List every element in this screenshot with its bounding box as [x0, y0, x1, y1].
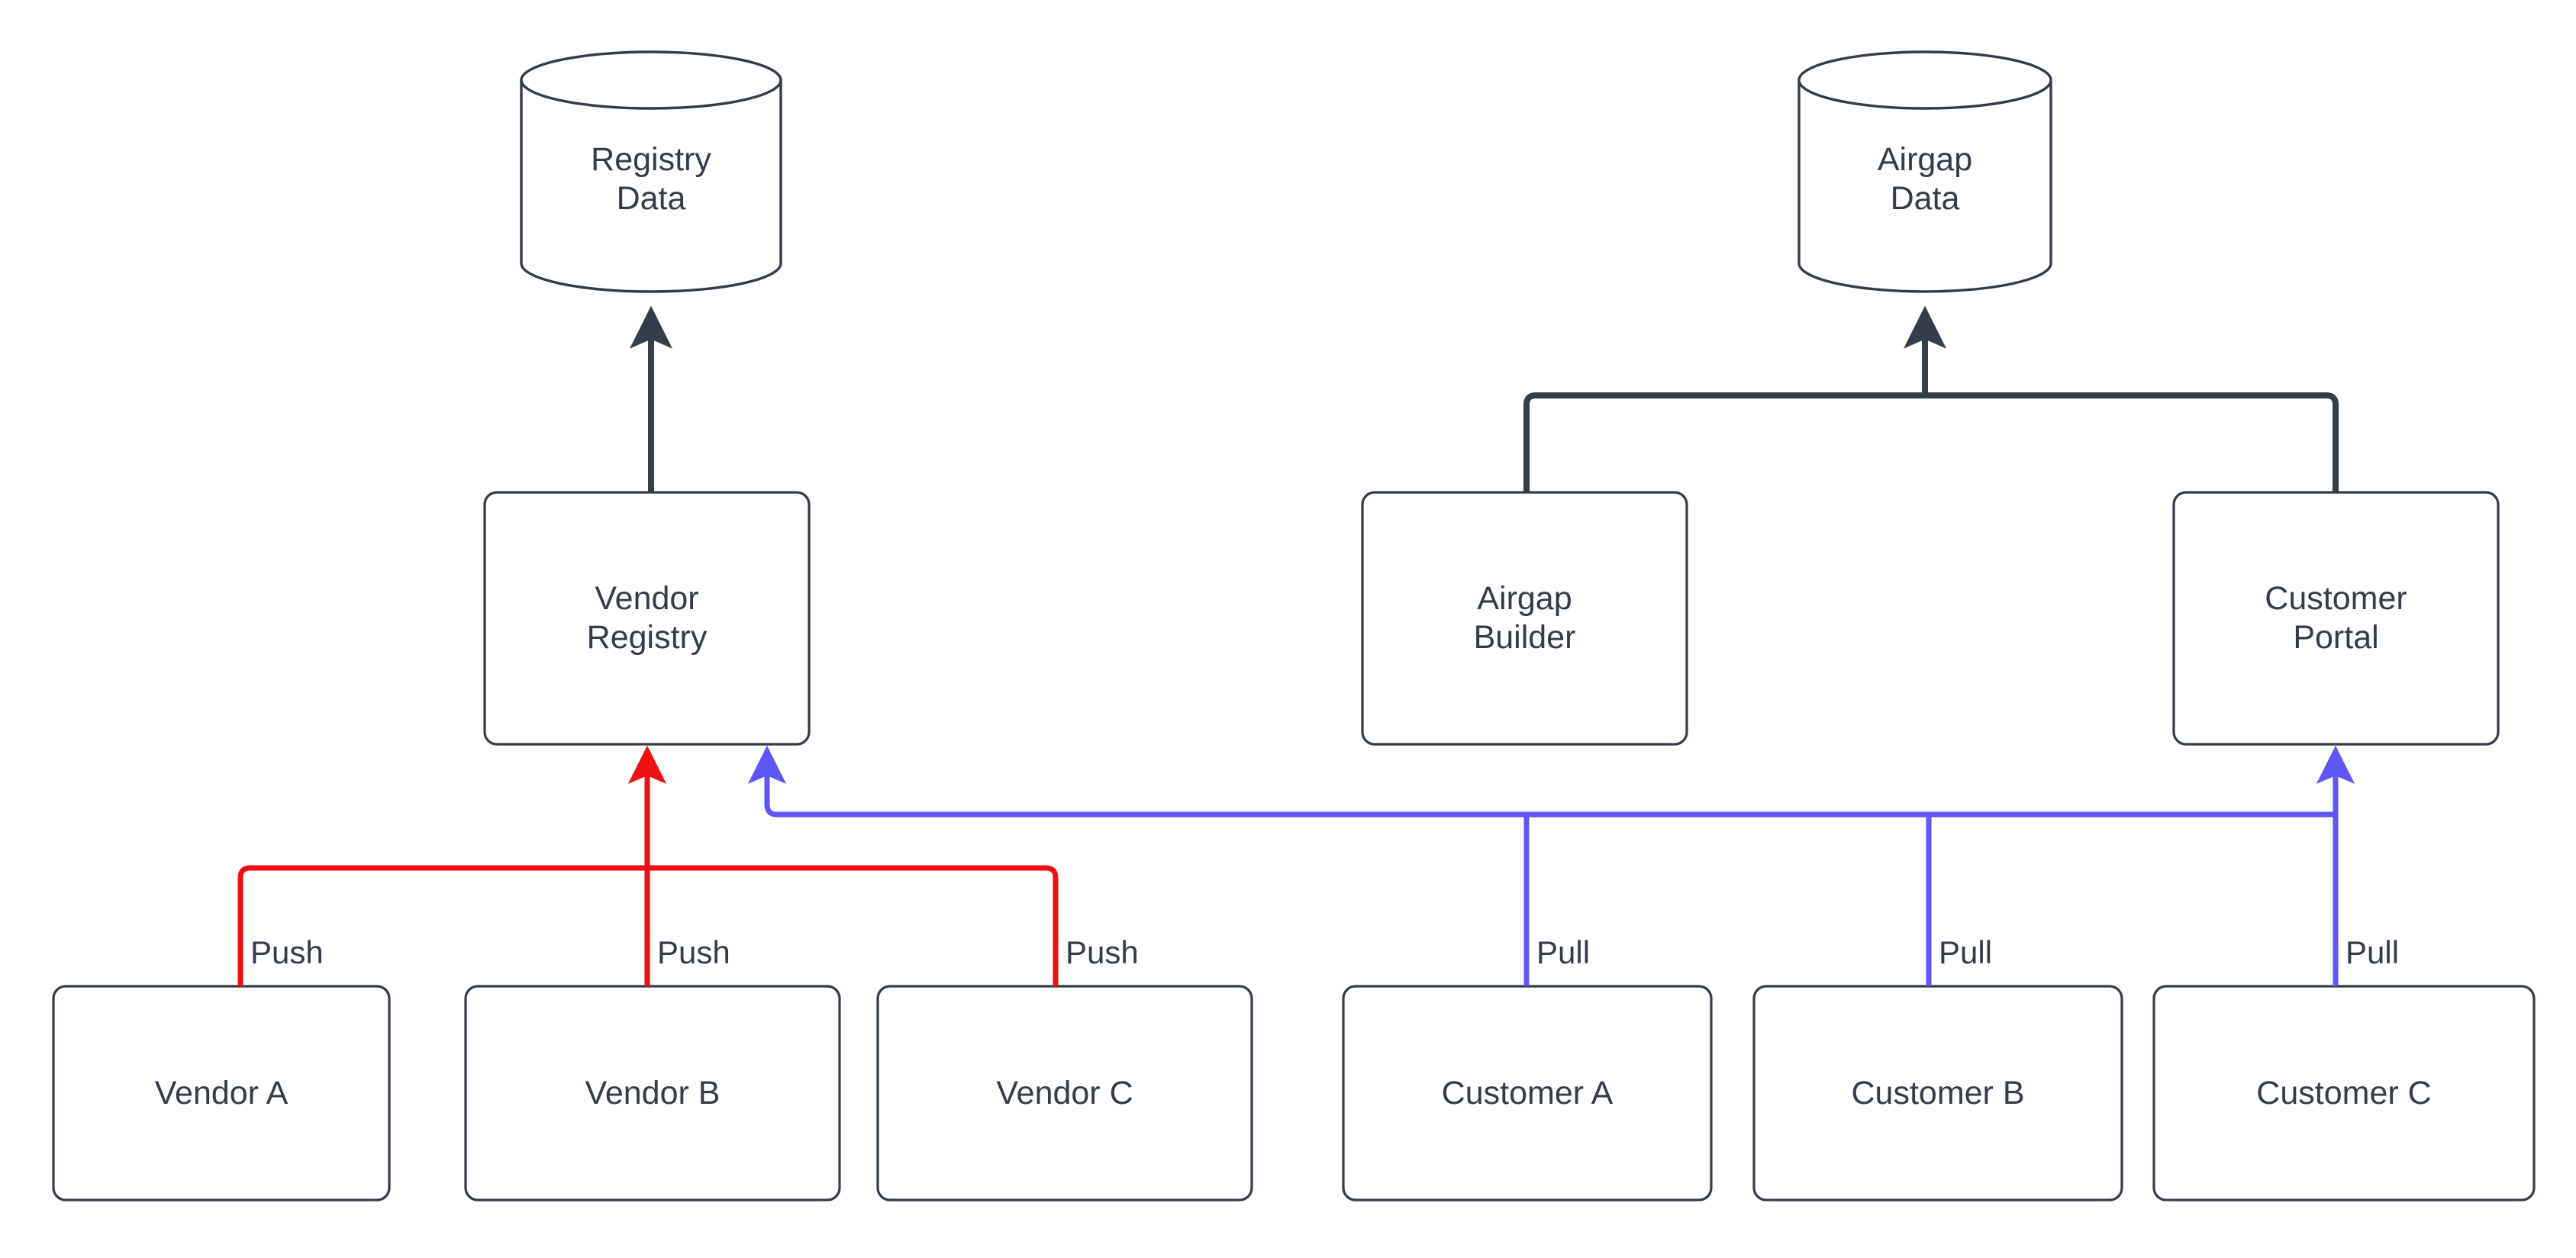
service-vendor-registry-shape [483, 491, 811, 746]
actor-vendor-b-shape [464, 985, 841, 1202]
edge-label-vendor-a-push: Push [250, 934, 324, 970]
edge-label-customer-b-pull: Pull [1939, 934, 1993, 970]
actor-customer-a-shape [1342, 985, 1713, 1202]
actor-customer-b-shape [1752, 985, 2123, 1202]
edge-label-vendor-c-push: Push [1066, 934, 1139, 970]
datastore-airgap-data-shape [1797, 50, 2052, 293]
edge-label-customer-a-pull: Pull [1536, 934, 1591, 970]
edge-label-vendor-b-push: Push [657, 934, 730, 970]
edge-vendor-a-push [237, 865, 647, 986]
edge-airgap-builder-to-airgap-data [1523, 392, 1925, 492]
edge-vendor-c-push [647, 865, 1059, 986]
service-customer-portal-shape [2172, 491, 2500, 746]
edge-pull-bus-to-vendor-registry [747, 745, 787, 818]
edge-customer-portal-to-airgap-data [1925, 392, 2339, 492]
service-airgap-builder-shape [1361, 491, 1688, 746]
actor-customer-c-shape [2152, 985, 2536, 1202]
actor-vendor-a-shape [52, 985, 391, 1202]
actor-vendor-c-shape [876, 985, 1253, 1202]
datastore-registry-data-shape [520, 50, 782, 293]
edge-label-customer-c-pull: Pull [2345, 934, 2400, 970]
